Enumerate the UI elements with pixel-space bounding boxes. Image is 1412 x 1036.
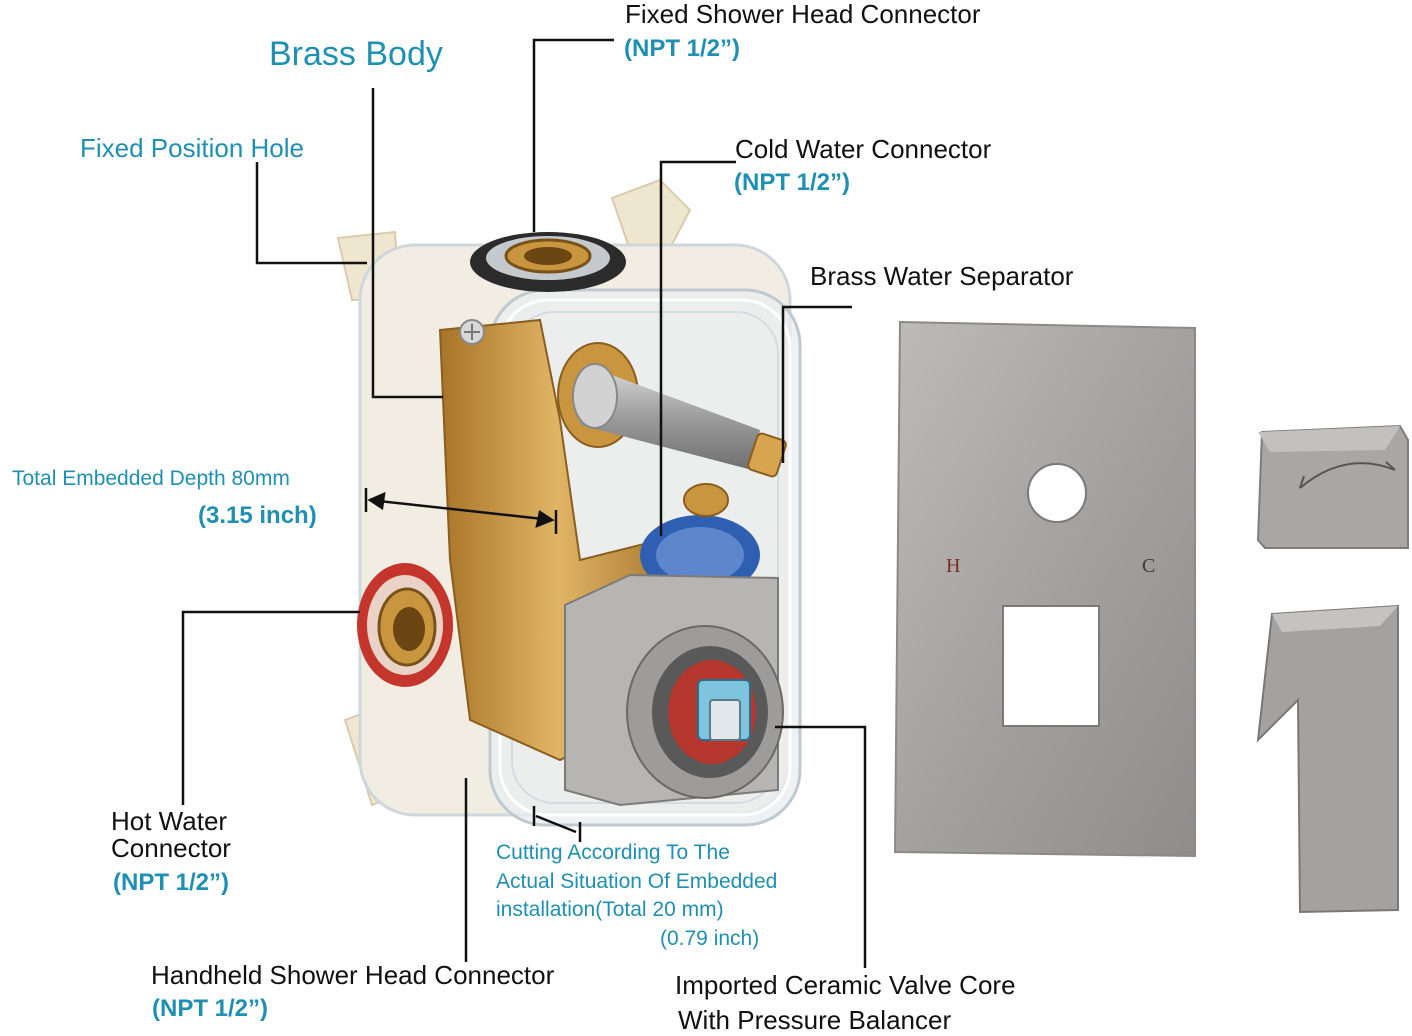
leader-lines — [181, 38, 867, 968]
leader-hot-water — [181, 610, 360, 805]
cover-plate — [893, 320, 1196, 858]
label-hot-water-line2: Connector — [111, 833, 231, 863]
plate-hot-mark: H — [946, 555, 960, 577]
label-ceramic-line2: With Pressure Balancer — [678, 1005, 952, 1035]
plate-center-hole — [1027, 463, 1087, 523]
label-cold-water: Cold Water Connector — [735, 134, 992, 164]
label-handheld: Handheld Shower Head Connector — [151, 960, 555, 990]
label-cutting-line2: Actual Situation Of Embedded — [496, 870, 778, 893]
leader-brass-body — [371, 88, 443, 399]
label-fixed-shower-head: Fixed Shower Head Connector — [625, 0, 981, 29]
label-depth: Total Embedded Depth 80mm — [12, 467, 290, 490]
label-cutting-line3: installation(Total 20 mm) — [496, 898, 724, 921]
leader-fixed-position-hole — [255, 162, 367, 265]
top-outlet — [470, 232, 626, 292]
label-cutting-line1: Cutting According To The — [496, 841, 730, 864]
leader-cold-water — [659, 160, 736, 536]
label-brass-body: Brass Body — [269, 35, 443, 73]
label-fixed-position-hole: Fixed Position Hole — [80, 133, 304, 163]
valve-stem — [557, 342, 787, 478]
plate-cold-mark: C — [1142, 555, 1155, 577]
label-handheld-npt: (NPT 1/2”) — [152, 995, 269, 1022]
depth-dimension-line — [369, 498, 553, 522]
label-cold-water-npt: (NPT 1/2”) — [734, 169, 851, 196]
rotation-arrow-icon — [1299, 462, 1396, 489]
leader-brass-separator — [781, 305, 852, 463]
label-ceramic-line1: Imported Ceramic Valve Core — [675, 970, 1016, 1000]
label-fixed-shower-head-npt: (NPT 1/2”) — [624, 35, 741, 62]
leader-fixed-shower-head — [532, 38, 614, 232]
handle-knob — [1256, 424, 1409, 549]
valve-body — [336, 178, 802, 827]
cutting-dimension-line — [535, 814, 577, 834]
label-depth-inch: (3.15 inch) — [198, 502, 317, 529]
dimension-arrows — [364, 488, 582, 842]
plate-square-cutout — [1002, 605, 1100, 727]
label-brass-separator: Brass Water Separator — [810, 261, 1074, 291]
label-hot-water-line1: Hot Water — [111, 806, 228, 836]
cartridge-cover — [564, 573, 784, 807]
hot-inlet — [357, 563, 453, 687]
lever-handle — [1256, 604, 1399, 914]
label-cutting-inch: (0.79 inch) — [660, 927, 760, 950]
leader-ceramic — [775, 725, 867, 968]
label-hot-water-npt: (NPT 1/2”) — [113, 869, 230, 896]
